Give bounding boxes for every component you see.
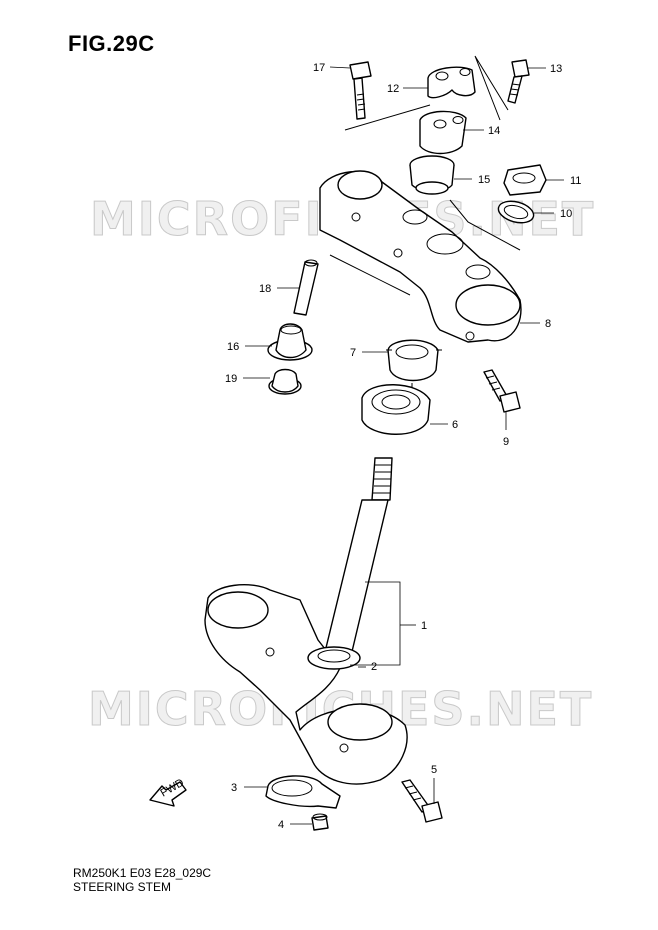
callout-17: 17: [313, 62, 325, 74]
fwd-arrow-icon: FWD: [149, 777, 187, 807]
callout-5: 5: [431, 764, 437, 776]
part-15-cushion: [409, 155, 455, 195]
part-8-upper-bracket: [319, 170, 522, 343]
part-10-washer: [497, 200, 535, 224]
callout-1: 1: [421, 620, 427, 632]
part-12-holder-cap: [427, 66, 476, 99]
part-13-bolt: [507, 59, 530, 104]
figure-code: RM250K1 E03 E28_029C: [73, 866, 212, 880]
callout-15: 15: [478, 174, 490, 186]
part-4-screw: [311, 813, 329, 831]
callout-10: 10: [560, 208, 572, 220]
part-6-bearing: [361, 384, 431, 435]
callout-12: 12: [387, 83, 399, 95]
part-3-clamp: [265, 775, 341, 809]
callout-11: 11: [570, 175, 581, 187]
part-5-bolt: [401, 779, 443, 823]
part-1-steering-stem: [204, 457, 408, 785]
callout-9: 9: [503, 436, 509, 448]
part-7-ring-nut: [386, 339, 442, 388]
figure-name: STEERING STEM: [73, 880, 172, 894]
callout-2: 2: [371, 661, 377, 673]
callout-13: 13: [550, 63, 562, 75]
callout-3: 3: [231, 782, 237, 794]
part-11-nut: [503, 164, 547, 196]
callout-4: 4: [278, 819, 284, 831]
part-16-grommet: [267, 323, 313, 361]
part-2-seal: [307, 646, 361, 670]
part-19-collar: [268, 368, 302, 395]
figure-title: FIG.29C: [68, 31, 155, 56]
part-18-pin: [293, 259, 319, 316]
part-14-lower-holder: [419, 110, 467, 155]
callout-6: 6: [452, 419, 458, 431]
callout-7: 7: [350, 347, 356, 359]
callout-18: 18: [259, 283, 271, 295]
part-9-bolt: [483, 369, 521, 413]
callout-8: 8: [545, 318, 551, 330]
callout-14: 14: [488, 125, 500, 137]
callout-19: 19: [225, 373, 237, 385]
callout-16: 16: [227, 341, 239, 353]
part-17-bolt: [349, 61, 372, 120]
